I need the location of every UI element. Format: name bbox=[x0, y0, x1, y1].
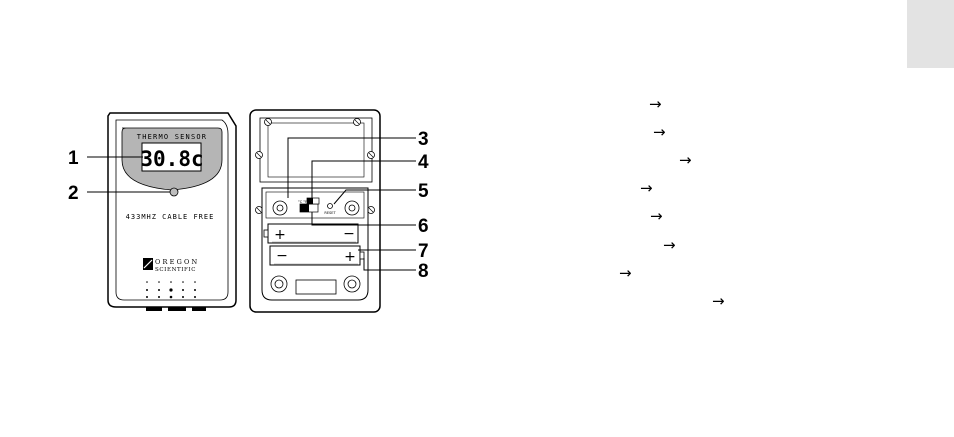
led-indicator bbox=[169, 187, 179, 197]
callout-lines bbox=[87, 137, 416, 271]
sensor-front-view: THERMO SENSOR 30.8c 433MHZ CABLE FREE OR… bbox=[107, 112, 237, 311]
arrow-glyph: → bbox=[649, 95, 662, 113]
speaker-holes bbox=[146, 281, 196, 299]
arrow-glyph: → bbox=[640, 179, 653, 197]
screw-posts bbox=[270, 200, 361, 293]
label-window bbox=[295, 279, 337, 295]
reset-label: RESET bbox=[324, 211, 336, 215]
thermo-sensor-label: THERMO SENSOR bbox=[137, 133, 207, 141]
callout-5: 5 bbox=[418, 181, 429, 202]
battery-bottom: − + bbox=[269, 245, 365, 266]
arrow-glyph: → bbox=[679, 151, 692, 169]
page-corner-tab bbox=[907, 0, 954, 68]
reset-button: RESET bbox=[324, 203, 336, 215]
lcd-screen bbox=[141, 142, 202, 172]
sensor-back-view: °C °F RESET + − − + bbox=[249, 109, 381, 313]
callout-3: 3 bbox=[418, 129, 429, 150]
brand-line-1: OREGON bbox=[155, 258, 199, 266]
arrow-glyph: → bbox=[663, 236, 676, 254]
brand-logo: OREGON SCIENTIFIC bbox=[143, 258, 199, 273]
arrow-glyph: → bbox=[619, 264, 632, 282]
lcd-temperature-reading: 30.8c bbox=[140, 147, 203, 171]
callout-8: 8 bbox=[418, 261, 429, 282]
battery-top-minus: − bbox=[343, 226, 355, 242]
callout-4: 4 bbox=[418, 152, 429, 173]
brand-line-2: SCIENTIFIC bbox=[155, 267, 196, 273]
arrow-glyph: → bbox=[712, 292, 725, 310]
battery-top-plus: + bbox=[274, 227, 286, 243]
arrow-glyph: → bbox=[653, 123, 666, 141]
frequency-label: 433MHZ CABLE FREE bbox=[126, 213, 215, 221]
battery-bottom-minus: − bbox=[276, 248, 288, 264]
callout-1: 1 bbox=[68, 148, 79, 169]
callout-7: 7 bbox=[418, 241, 429, 262]
callout-2: 2 bbox=[68, 183, 79, 204]
unit-switch bbox=[306, 197, 320, 205]
battery-bottom-plus: + bbox=[344, 249, 356, 265]
switch-label: °C °F bbox=[298, 200, 307, 204]
battery-top: + − bbox=[263, 223, 359, 244]
callout-6: 6 bbox=[418, 216, 429, 237]
arrow-glyph: → bbox=[650, 207, 663, 225]
